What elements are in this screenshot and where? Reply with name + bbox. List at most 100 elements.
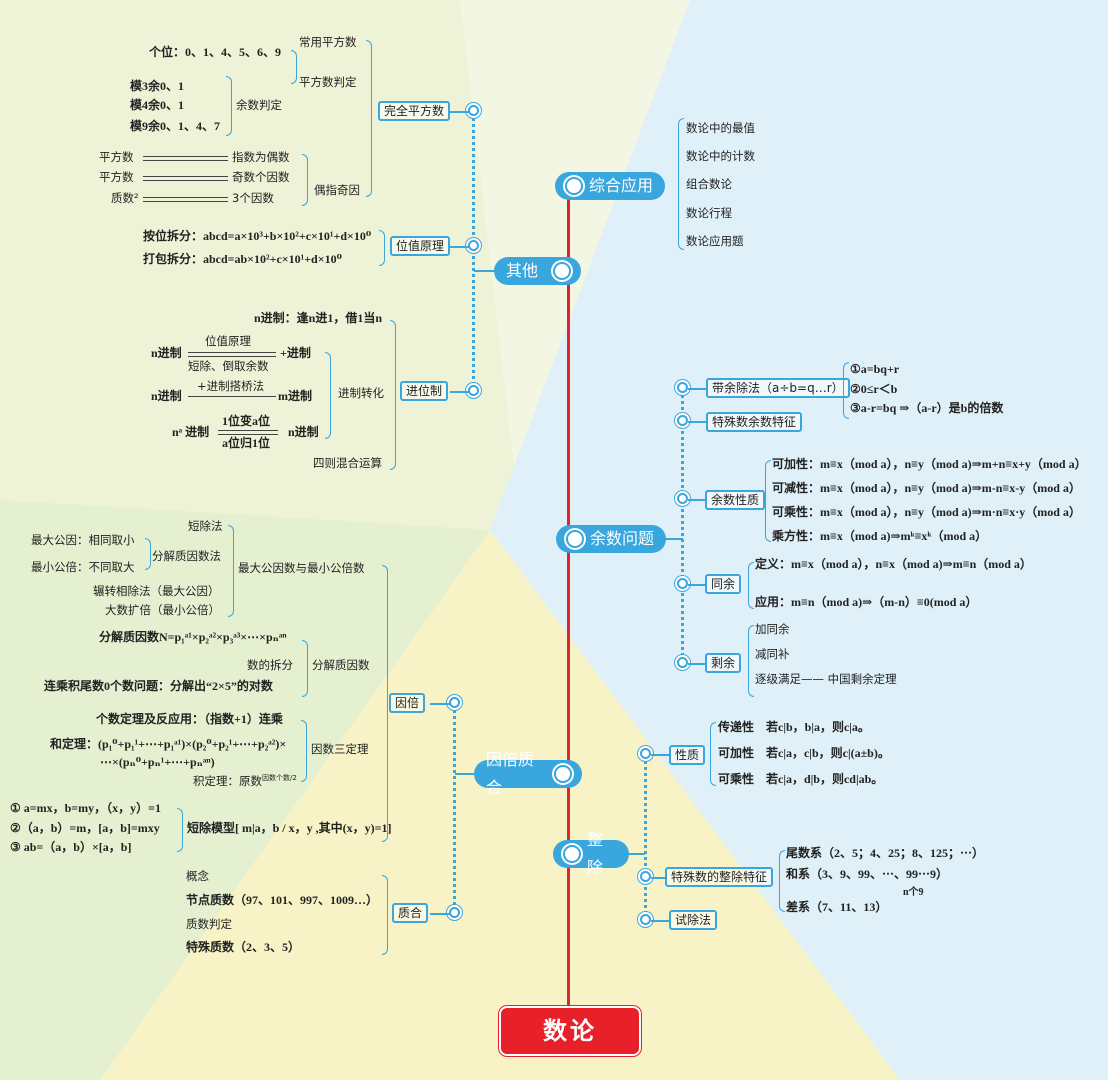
double-arrow-icon bbox=[143, 176, 228, 181]
label: 进制转化 bbox=[338, 386, 384, 400]
node-dot bbox=[677, 493, 688, 504]
brace bbox=[379, 230, 385, 266]
app-item: 数论中的最值 bbox=[686, 121, 755, 135]
formula: ⋯×(pₙ⁰+pₙ¹+⋯+pₙᵃⁿ) bbox=[100, 755, 215, 769]
connector bbox=[455, 773, 475, 775]
node-factor[interactable]: 因倍质合 bbox=[474, 750, 582, 797]
label: 平方数判定 bbox=[299, 75, 357, 89]
box-trial-division[interactable]: 试除法 bbox=[669, 910, 718, 930]
label: n进制 bbox=[288, 425, 319, 439]
label: 短除法 bbox=[188, 519, 223, 533]
dotted-connector bbox=[644, 754, 647, 920]
label: 短除、倒取余数 bbox=[188, 359, 269, 373]
label: 个数定理及反应用：（指数+1）连乘 bbox=[96, 712, 283, 726]
app-item: 数论中的计数 bbox=[686, 149, 755, 163]
label: 可乘性 若c|a，d|b，则cd|ab。 bbox=[718, 772, 884, 786]
connector bbox=[430, 703, 450, 705]
connector bbox=[665, 538, 683, 540]
label: 尾数系（2、5；4、25；8、125；⋯） bbox=[786, 846, 985, 860]
brace bbox=[366, 40, 372, 197]
dotted-connector bbox=[453, 703, 456, 913]
node-dot bbox=[677, 382, 688, 393]
formula: 打包拆分：abcd=ab×10²+c×10¹+d×10⁰ bbox=[143, 252, 342, 266]
box-division-with-remainder[interactable]: 带余除法（a÷b=q…r） bbox=[706, 378, 850, 398]
node-other[interactable]: 其他 bbox=[494, 257, 581, 285]
node-label: 其他 bbox=[506, 261, 539, 280]
label: 3个因数 bbox=[232, 191, 274, 205]
label: 分解质因数 bbox=[312, 658, 370, 672]
box-congruence[interactable]: 同余 bbox=[705, 574, 742, 594]
double-arrow-icon bbox=[218, 430, 278, 435]
label: 差系（7、11、13） bbox=[786, 900, 888, 914]
node-dot bbox=[677, 657, 688, 668]
node-dot bbox=[468, 105, 479, 116]
node-dot bbox=[640, 914, 651, 925]
connector bbox=[450, 391, 470, 393]
node-remainder[interactable]: 余数问题 bbox=[556, 525, 666, 553]
brace bbox=[748, 625, 754, 697]
box-factor-multiple[interactable]: 因倍 bbox=[389, 693, 426, 713]
label: 加同余 bbox=[755, 622, 790, 636]
app-item: 组合数论 bbox=[686, 177, 732, 191]
label: ③a-r=bq ⇒（a-r）是b的倍数 bbox=[850, 401, 1004, 415]
circle-icon bbox=[568, 532, 582, 546]
brace bbox=[382, 875, 388, 955]
label: 余数判定 bbox=[236, 98, 282, 112]
label: 可乘性：m≡x（mod a），n≡y（mod a)⇒m·n≡x·y（mod a） bbox=[772, 505, 1081, 519]
label: 逐级满足—— 中国剩余定理 bbox=[755, 672, 897, 686]
formula: 分解质因数N=p₁ᵃ¹×p₂ᵃ²×p₃ᵃ³×⋯×pₙᵃⁿ bbox=[99, 630, 287, 644]
label: ③ ab=（a，b）×[a，b] bbox=[10, 840, 132, 854]
label: 可加性 若c|a，c|b，则c|(a±b)。 bbox=[718, 746, 890, 760]
label: ①a=bq+r bbox=[850, 362, 900, 376]
label: 1位变a位 bbox=[222, 414, 271, 428]
node-divisible[interactable]: 整除 bbox=[553, 830, 629, 877]
node-dot bbox=[677, 578, 688, 589]
formula: 按位拆分：abcd=a×10³+b×10²+c×10¹+d×10⁰ bbox=[143, 229, 372, 243]
connector bbox=[629, 853, 645, 855]
label-text: 积定理：原数 bbox=[193, 773, 262, 788]
node-dot bbox=[640, 748, 651, 759]
circle-icon bbox=[565, 847, 579, 861]
box-special-divisibility[interactable]: 特殊数的整除特征 bbox=[665, 867, 774, 887]
circle-icon bbox=[555, 264, 569, 278]
label: 因数三定理 bbox=[311, 742, 369, 756]
label: n进制 bbox=[151, 389, 182, 403]
brace bbox=[301, 720, 307, 782]
node-label: 余数问题 bbox=[590, 529, 655, 548]
connector bbox=[688, 663, 706, 665]
label: 最大公因数与最小公倍数 bbox=[238, 561, 365, 575]
box-perfect-square[interactable]: 完全平方数 bbox=[378, 101, 451, 121]
dotted-connector bbox=[681, 388, 684, 663]
label: 连乘积尾数0个数问题：分解出“2×5”的对数 bbox=[44, 679, 273, 693]
label: 指数为偶数 bbox=[232, 150, 290, 164]
brace bbox=[678, 118, 684, 250]
connector bbox=[450, 246, 470, 248]
label: 模9余0、1、4、7 bbox=[130, 119, 221, 133]
label: 最大公因：相同取小 bbox=[31, 533, 135, 547]
label: 可减性：m≡x（mod a），n≡y（mod a)⇒m-n≡x-y（mod a） bbox=[772, 481, 1081, 495]
box-properties[interactable]: 性质 bbox=[669, 745, 706, 765]
connector bbox=[688, 388, 706, 390]
root-node[interactable]: 数论 bbox=[499, 1006, 641, 1056]
connector bbox=[688, 584, 706, 586]
box-residue[interactable]: 剩余 bbox=[705, 653, 742, 673]
label: a位归1位 bbox=[222, 436, 271, 450]
label: n进制：逢n进1，借1当n bbox=[254, 311, 383, 325]
label: 四则混合运算 bbox=[313, 456, 382, 470]
box-prime-composite[interactable]: 质合 bbox=[392, 903, 429, 923]
label: ②（a，b）=m，[a，b]=mxy bbox=[10, 821, 160, 835]
box-special-remainder[interactable]: 特殊数余数特征 bbox=[706, 412, 803, 432]
label: 定义：m≡x（mod a），n≡x（mod a)⇒m≡n（mod a） bbox=[755, 557, 1032, 571]
node-dot bbox=[449, 697, 460, 708]
box-place-value[interactable]: 位值原理 bbox=[390, 236, 451, 256]
label: 辗转相除法（最大公因） bbox=[93, 584, 220, 598]
app-item: 数论行程 bbox=[686, 206, 732, 220]
label: 质数判定 bbox=[186, 917, 232, 931]
box-base[interactable]: 进位制 bbox=[400, 381, 449, 401]
underbrace-label: n个9 bbox=[903, 887, 924, 898]
label: 可加性：m≡x（mod a），n≡y（mod a)⇒m+n≡x+y（mod a） bbox=[772, 457, 1087, 471]
node-app[interactable]: 综合应用 bbox=[555, 172, 665, 200]
box-remainder-properties[interactable]: 余数性质 bbox=[705, 490, 766, 510]
label: 偶指奇因 bbox=[314, 183, 360, 197]
